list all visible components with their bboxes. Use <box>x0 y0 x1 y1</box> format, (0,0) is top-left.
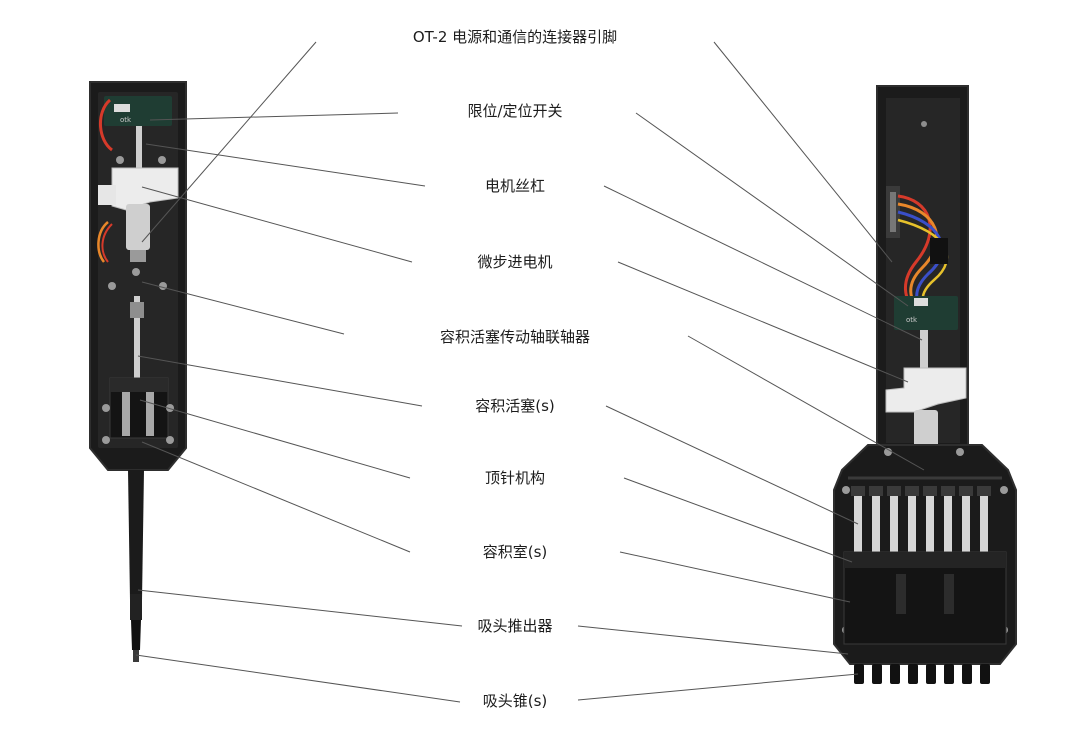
label-lead-screw: 电机丝杠 <box>484 177 546 195</box>
single-channel-pipette: otk <box>89 81 187 662</box>
label-tip-ejector: 吸头推出器 <box>477 617 553 635</box>
leader-tip-ejector-right <box>577 625 849 655</box>
leader-ejector-mechanism-left <box>139 399 411 479</box>
label-ejector-mechanism: 顶针机构 <box>484 469 546 487</box>
leader-plunger-right <box>605 405 859 525</box>
multi-channel-lead-screw <box>920 330 928 372</box>
single-channel-tip-cone <box>131 620 141 650</box>
multi-channel-motor <box>914 410 938 450</box>
leader-coupler-left <box>141 281 345 335</box>
leader-tip-cone-left <box>135 654 461 703</box>
single-channel-motor <box>126 204 150 250</box>
single-channel-pcb <box>104 96 172 126</box>
label-coupler: 容积活塞传动轴联轴器 <box>439 328 591 346</box>
multi-channel-pipette: otk <box>833 85 1017 684</box>
single-channel-carriage <box>111 167 179 211</box>
leader-chamber-right <box>619 551 851 603</box>
leader-ejector-mechanism-right <box>623 477 853 563</box>
single-channel-tip-shaft <box>128 470 144 608</box>
leader-lead-screw-left <box>145 143 426 187</box>
svg-text:otk: otk <box>120 116 132 124</box>
multi-channel-carriage <box>885 367 967 413</box>
leader-lead-screw-right <box>603 185 923 341</box>
multi-channel-pcb <box>894 296 958 330</box>
label-plunger: 容积活塞(s) <box>475 397 555 415</box>
leader-tip-ejector-left <box>137 589 463 627</box>
label-limit-switch: 限位/定位开关 <box>467 102 563 120</box>
label-stepper-motor: 微步进电机 <box>477 253 553 271</box>
label-chamber: 容积室(s) <box>482 543 548 561</box>
leader-limit-switch-left <box>149 112 399 121</box>
multi-channel-plungers <box>851 486 991 552</box>
leader-stepper-motor-left <box>141 186 413 263</box>
leader-connector-right <box>713 41 893 263</box>
leader-lines <box>135 41 925 703</box>
leader-coupler-right <box>687 335 925 471</box>
leader-limit-switch-right <box>635 112 909 307</box>
single-channel-piston-rod <box>134 296 140 378</box>
multi-channel-tip-cones <box>854 664 990 684</box>
leader-stepper-motor-right <box>617 261 909 383</box>
leader-chamber-left <box>141 441 411 553</box>
leader-connector-left <box>141 41 317 243</box>
label-tip-cone: 吸头锥(s) <box>482 692 548 710</box>
leader-tip-cone-right <box>577 673 859 701</box>
label-connector: OT-2 电源和通信的连接器引脚 <box>412 28 618 46</box>
svg-text:otk: otk <box>906 316 918 324</box>
leader-plunger-left <box>137 355 423 407</box>
single-channel-red-wire <box>99 98 114 152</box>
single-channel-lead-screw <box>136 126 142 182</box>
